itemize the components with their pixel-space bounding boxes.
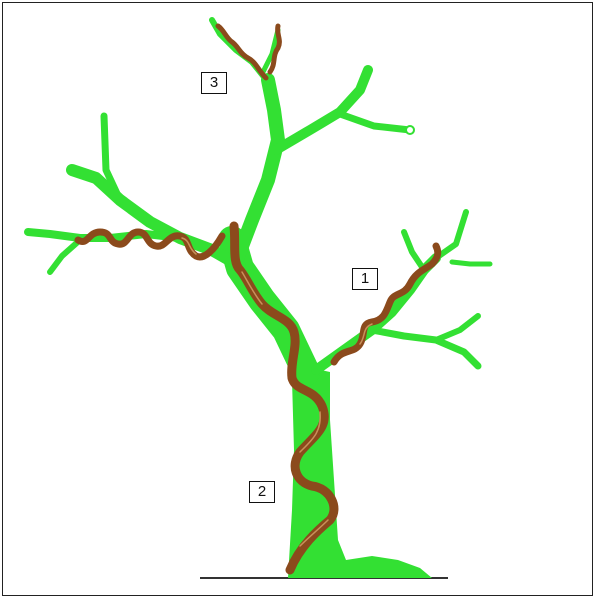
wire-highlights	[182, 238, 372, 546]
label-3: 3	[201, 72, 227, 94]
label-1: 1	[352, 268, 378, 290]
leader	[236, 80, 278, 262]
branch-tip-highlight	[406, 126, 414, 134]
label-2: 2	[249, 481, 275, 503]
